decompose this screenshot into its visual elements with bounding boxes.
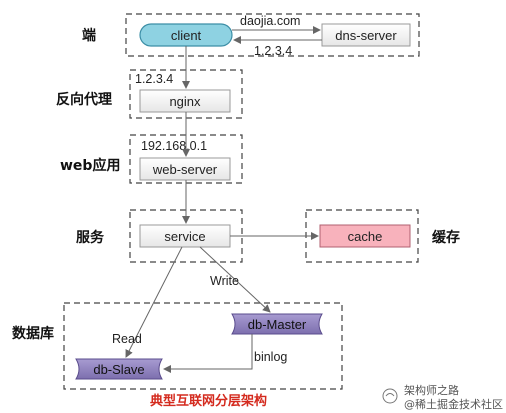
watermark-logo-icon	[382, 388, 398, 404]
layer-label-database: 数据库	[12, 325, 54, 342]
service-node-label: service	[164, 229, 205, 244]
web-server-node	[139, 157, 231, 181]
database-layer-container	[63, 302, 343, 390]
diagram-caption: 典型互联网分层架构	[150, 393, 267, 409]
dns-server-node-label: dns-server	[335, 28, 397, 43]
db-slave-node-label: db-Slave	[93, 362, 144, 377]
client-node-label: client	[171, 28, 202, 43]
dns-query-label: daojia.com	[240, 14, 300, 28]
cache-node	[319, 224, 411, 248]
dns-server-node	[321, 23, 411, 47]
dns-answer-label: 1.2.3.4	[254, 44, 292, 58]
layer-label-cache: 缓存	[432, 229, 460, 246]
web-ip-label: 192.168.0.1	[141, 139, 207, 153]
cache-node-label: cache	[348, 229, 383, 244]
write-edge-label: Write	[210, 274, 239, 288]
db-master-node-label: db-Master	[248, 317, 307, 332]
db-slave-node	[75, 358, 163, 380]
read-edge	[125, 246, 183, 358]
binlog-label: binlog	[254, 350, 287, 364]
layer-label-client: 端	[82, 27, 96, 44]
layer-label-service: 服务	[76, 229, 105, 246]
nginx-ip-label: 1.2.3.4	[135, 72, 173, 86]
nginx-node	[139, 89, 231, 113]
db-master-node	[231, 313, 323, 335]
write-edge	[199, 246, 271, 313]
binlog-edge	[163, 334, 253, 373]
watermark-line1: 架构师之路	[404, 383, 459, 397]
watermark-line2: @稀土掘金技术社区	[404, 397, 503, 411]
read-edge-label: Read	[112, 332, 142, 346]
watermark-logo-stroke	[385, 393, 395, 397]
web-server-node-label: web-server	[152, 162, 218, 177]
layer-label-reverse-proxy: 反向代理	[56, 91, 112, 108]
nginx-node-label: nginx	[169, 94, 201, 109]
client-layer-container	[125, 13, 420, 57]
layer-label-web-app: web应用	[60, 157, 120, 174]
